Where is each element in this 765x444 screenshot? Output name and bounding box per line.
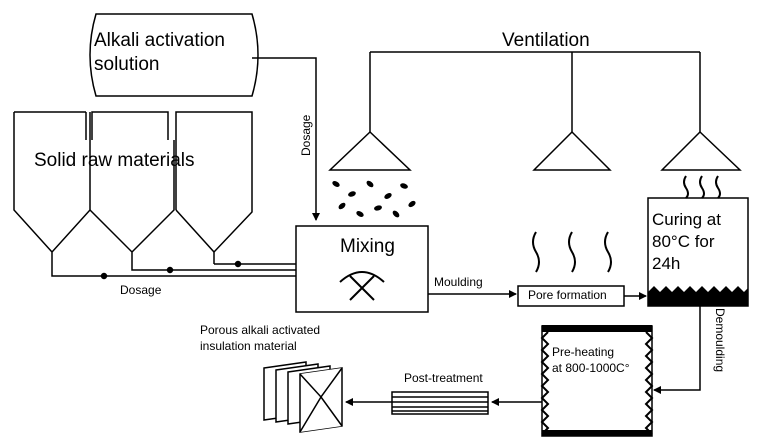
alkali-solution-label-line2: solution bbox=[94, 54, 160, 75]
solid-dosage-lines bbox=[51, 260, 296, 280]
preheating-label-line1: Pre-heating bbox=[552, 345, 615, 359]
product-label-line1: Porous alkali activated bbox=[200, 323, 321, 337]
demoulding-line bbox=[653, 306, 701, 394]
dosage-vertical-label: Dosage bbox=[299, 114, 313, 156]
curing-label-line1: Curing at bbox=[652, 210, 721, 229]
pore-formation-steam-icon bbox=[532, 231, 612, 273]
preheating-top-bar bbox=[542, 326, 652, 332]
preheating-jagged-edges bbox=[540, 325, 654, 435]
product-label-line2: insulation material bbox=[200, 339, 297, 353]
post-treatment-unit bbox=[391, 391, 489, 415]
curing-heat-icon bbox=[683, 175, 721, 199]
pore-formation-label: Pore formation bbox=[528, 288, 607, 302]
falling-particles bbox=[332, 180, 416, 218]
mixer-blade-icon bbox=[339, 271, 385, 301]
product-stack-icon bbox=[263, 361, 343, 433]
ventilation-label: Ventilation bbox=[502, 30, 590, 51]
solid-raw-materials-label: Solid raw materials bbox=[34, 150, 195, 171]
preheating-box bbox=[541, 325, 653, 437]
post-treatment-label: Post-treatment bbox=[404, 371, 483, 385]
alkali-solution-label-line1: Alkali activation bbox=[94, 30, 225, 51]
demoulding-label: Demoulding bbox=[713, 308, 727, 373]
curing-label-line2: 80°C for bbox=[652, 232, 715, 251]
ventilation-system bbox=[328, 51, 742, 171]
alkali-solution-tank bbox=[89, 13, 259, 97]
mixer-box bbox=[295, 225, 429, 313]
mixing-label: Mixing bbox=[340, 236, 395, 257]
preheating-label-line2: at 800-1000C° bbox=[552, 361, 630, 375]
moulding-label: Moulding bbox=[434, 275, 483, 289]
curing-label-line3: 24h bbox=[652, 254, 681, 273]
solid-raw-materials-hoppers bbox=[13, 111, 253, 268]
dosage-bottom-label: Dosage bbox=[120, 283, 162, 297]
curing-box-base bbox=[648, 286, 748, 306]
solution-dosage-line bbox=[252, 57, 320, 221]
preheating-bottom-bar bbox=[542, 430, 652, 436]
